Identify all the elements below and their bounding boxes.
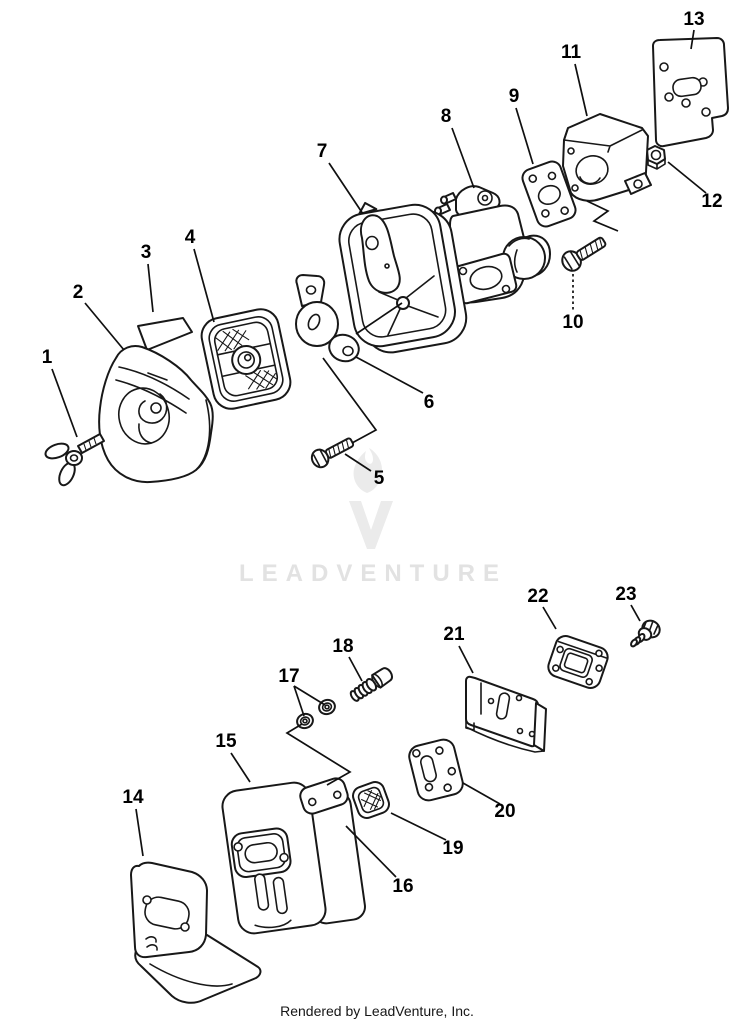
- part-12-nut: [646, 145, 666, 170]
- leader-lines: [51, 29, 707, 878]
- callout-21[interactable]: 21: [443, 624, 465, 645]
- part-22-exhaust-gasket: [547, 635, 609, 689]
- leader-line-22: [542, 606, 557, 630]
- callout-6[interactable]: 6: [424, 392, 435, 413]
- callout-9[interactable]: 9: [509, 86, 520, 107]
- part-9-gasket: [521, 160, 577, 228]
- callout-5[interactable]: 5: [374, 468, 385, 489]
- leader-line-19: [390, 812, 447, 841]
- callout-3[interactable]: 3: [141, 242, 152, 263]
- callout-18[interactable]: 18: [332, 636, 353, 657]
- callout-13[interactable]: 13: [683, 9, 704, 30]
- part-5-bolt: [310, 437, 355, 469]
- part-10-bolt: [561, 236, 607, 272]
- assembly-line-3: [586, 200, 619, 232]
- watermark-text: LEADVENTURE: [239, 560, 507, 587]
- part-14-muffler-shield: [130, 861, 262, 1004]
- callout-17[interactable]: 17: [278, 666, 299, 687]
- leader-line-14: [135, 808, 144, 857]
- footer-credit: Rendered by LeadVenture, Inc.: [280, 1003, 474, 1019]
- part-8-carburetor: [434, 185, 551, 305]
- leader-line-1: [51, 368, 78, 438]
- assembly-line-4: [285, 723, 352, 786]
- callout-7[interactable]: 7: [317, 141, 328, 162]
- part-21-heat-shield-bracket: [465, 675, 547, 753]
- part-3-label: [137, 317, 193, 351]
- leader-line-7: [328, 162, 364, 215]
- callout-15[interactable]: 15: [215, 731, 237, 752]
- part-19-screen: [352, 781, 390, 819]
- callout-12[interactable]: 12: [701, 191, 722, 212]
- leader-line-11: [574, 63, 588, 117]
- callout-2[interactable]: 2: [73, 282, 84, 303]
- part-6-bracket: [295, 274, 360, 363]
- leader-line-3: [147, 263, 154, 313]
- leader-line-18: [348, 656, 363, 682]
- leader-line-20: [462, 782, 501, 805]
- part-17-washers: [296, 698, 336, 730]
- leader-line-23: [630, 604, 641, 622]
- part-2-air-cleaner-cover: [98, 345, 214, 484]
- callout-11[interactable]: 11: [561, 42, 582, 63]
- callout-8[interactable]: 8: [441, 106, 452, 127]
- leader-line-12: [667, 161, 707, 194]
- leader-line-6: [355, 356, 424, 394]
- leader-line-5: [344, 453, 372, 472]
- assembly-line-1: [355, 302, 403, 335]
- flame-icon: [353, 448, 382, 493]
- callout-4[interactable]: 4: [185, 227, 196, 248]
- callout-23[interactable]: 23: [615, 584, 636, 605]
- part-13-gasket-plate: [652, 37, 729, 148]
- part-20-gasket: [408, 738, 464, 802]
- part-18-bolt: [349, 667, 394, 702]
- part-7-air-cleaner-base: [338, 201, 468, 354]
- leader-line-9: [515, 107, 534, 165]
- callout-16[interactable]: 16: [392, 876, 413, 897]
- leader-line-17: [293, 685, 326, 706]
- leader-line-16: [345, 825, 397, 878]
- v-logo-notch: [365, 508, 377, 523]
- assembly-line-2: [322, 357, 378, 444]
- callout-1[interactable]: 1: [42, 347, 53, 368]
- part-4-filter-element: [200, 308, 292, 410]
- leader-line-15: [230, 752, 251, 783]
- callout-22[interactable]: 22: [527, 586, 548, 607]
- part-16-cover-plate: [299, 777, 349, 815]
- part-11-intake-manifold: [562, 113, 652, 202]
- part-23-screw: [630, 619, 661, 648]
- leader-line-2: [84, 302, 125, 351]
- leader-line-21: [458, 645, 474, 674]
- part-15-muffler: [221, 781, 366, 935]
- leader-line-4: [193, 248, 215, 323]
- callout-19[interactable]: 19: [442, 838, 463, 859]
- leader-line-13: [690, 29, 695, 50]
- callout-10[interactable]: 10: [562, 312, 583, 333]
- leader-line-8: [451, 127, 475, 189]
- leader-line-17: [293, 685, 305, 717]
- watermark-logo: [349, 448, 393, 549]
- v-logo-icon: [349, 501, 393, 549]
- callout-14[interactable]: 14: [122, 787, 144, 808]
- part-1-wing-nut: [44, 433, 105, 487]
- callout-20[interactable]: 20: [494, 801, 515, 822]
